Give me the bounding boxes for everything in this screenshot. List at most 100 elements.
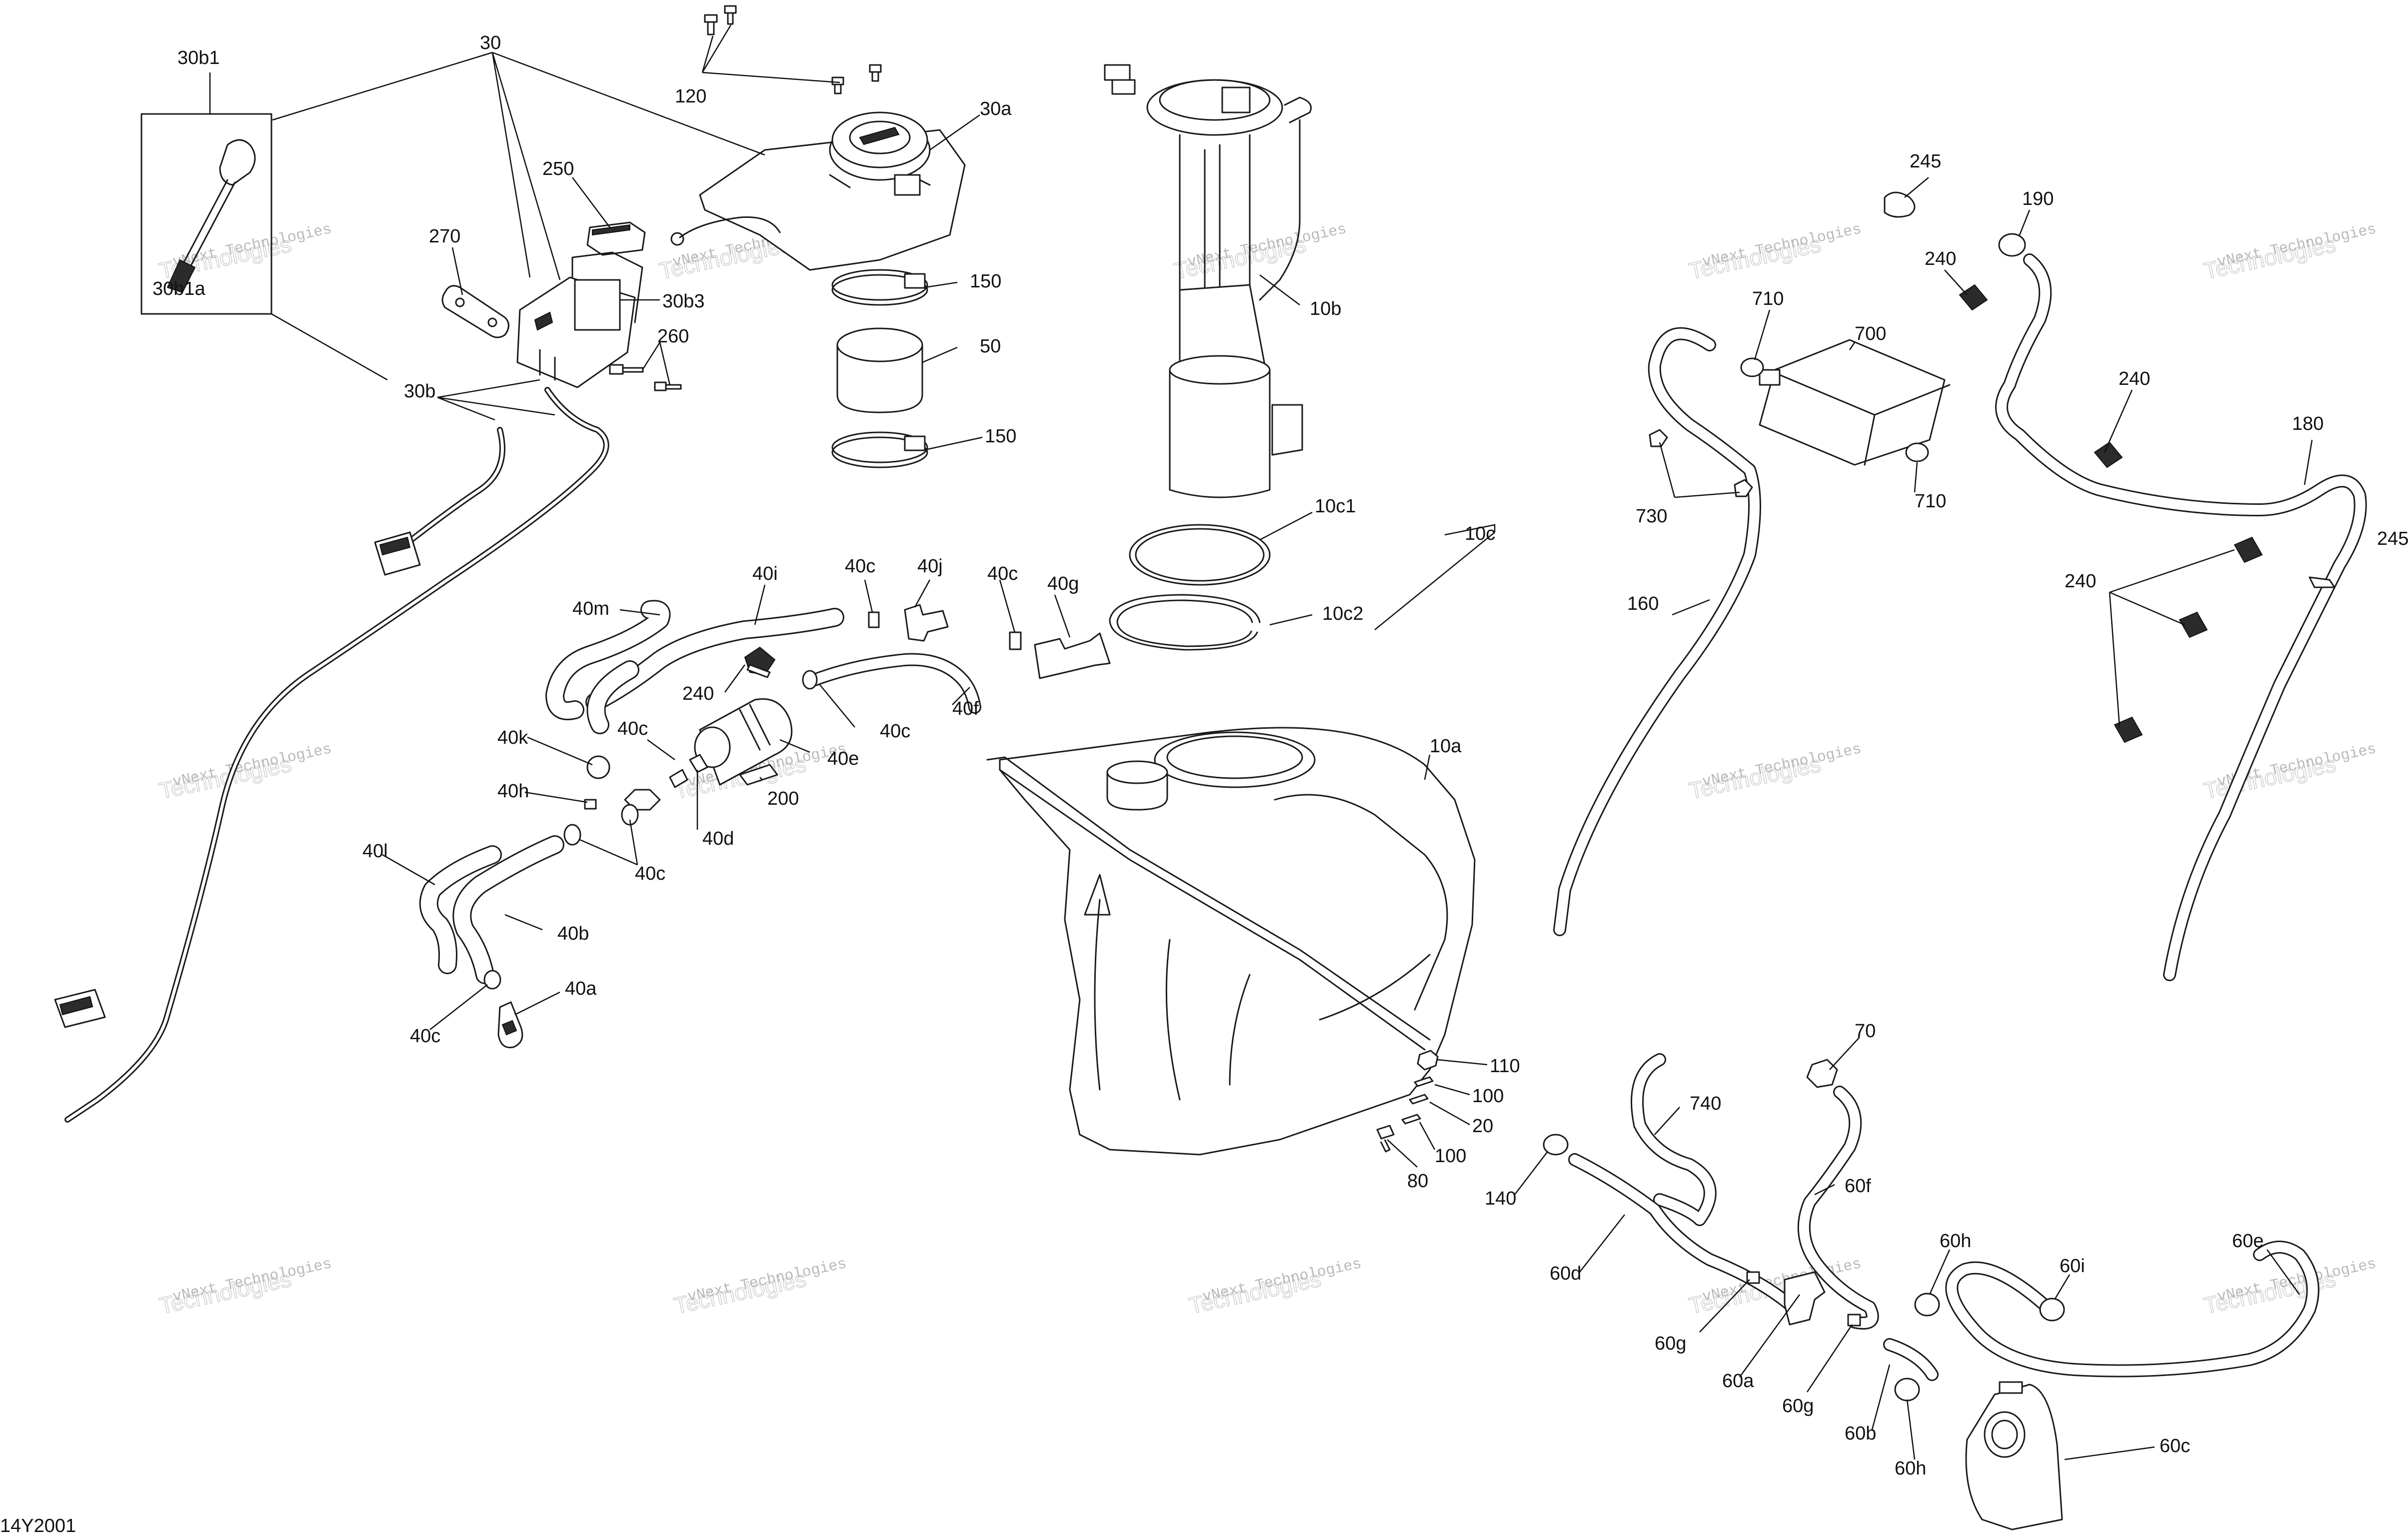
fitting-40a (483, 970, 523, 1049)
callout-60h-bottom: 60h (1895, 1458, 1926, 1479)
clamp-140 (1543, 1134, 1569, 1156)
gasket-10c1 (1129, 524, 1271, 586)
fuel-tank-10a (986, 727, 1476, 1156)
callout-730: 730 (1636, 506, 1667, 527)
callout-30a: 30a (980, 98, 1012, 119)
clamp-150-top (831, 269, 928, 306)
callout-245-right: 245 (2377, 528, 2408, 549)
callout-10a: 10a (1430, 736, 1462, 757)
callout-60h-top: 60h (1940, 1231, 1971, 1252)
vent-line-160 (1553, 327, 1761, 936)
screws-260 (609, 364, 682, 391)
clips-240-right (1959, 284, 2263, 743)
callout-190: 190 (2022, 188, 2054, 209)
callout-120: 120 (675, 86, 706, 107)
callout-30: 30 (480, 32, 501, 53)
watermark: Technologies vNext Technologies (1686, 741, 1863, 804)
callout-700: 700 (1855, 323, 1886, 344)
clamps-710 (1740, 357, 1929, 462)
canister-700 (1759, 339, 1951, 466)
callout-240-top: 240 (1925, 248, 1956, 269)
callout-30b1a: 30b1a (152, 278, 206, 299)
callout-60b: 60b (1845, 1423, 1876, 1444)
ignition-switch-30b3 (516, 251, 643, 388)
callout-250: 250 (542, 158, 574, 179)
callout-20: 20 (1472, 1116, 1493, 1137)
callout-60i: 60i (2060, 1256, 2085, 1277)
callout-80: 80 (1407, 1171, 1428, 1192)
callout-10c1: 10c1 (1315, 496, 1356, 517)
callout-710-bottom: 710 (1915, 491, 1946, 512)
watermark: Technologies vNext Technologies (156, 741, 333, 804)
ignition-key (166, 139, 256, 293)
clip-245-right (2309, 576, 2336, 588)
callout-40c-2: 40c (987, 563, 1018, 584)
callout-150-bottom: 150 (985, 426, 1016, 447)
sleeve-50 (836, 327, 923, 413)
callout-60g-right: 60g (1782, 1396, 1814, 1417)
callout-60a: 60a (1722, 1371, 1754, 1392)
callout-30b: 30b (404, 381, 435, 402)
callout-40j: 40j (917, 556, 943, 577)
callout-260: 260 (657, 326, 689, 347)
callout-70: 70 (1855, 1021, 1876, 1042)
clamp-60i (2039, 1298, 2065, 1322)
vent-line-60f (1797, 1086, 1879, 1330)
watermark: Technologies vNext Technologies (671, 1256, 848, 1319)
callout-180: 180 (2292, 413, 2324, 434)
callout-40c-3: 40c (880, 721, 910, 742)
watermark: Technologies vNext Technologies (2201, 221, 2378, 284)
callout-40c-4: 40c (617, 718, 648, 739)
callout-270: 270 (429, 226, 460, 247)
callout-60f: 60f (1845, 1176, 1871, 1197)
watermark: Technologies vNext Technologies (1186, 1256, 1363, 1319)
callout-40i: 40i (752, 563, 778, 584)
ignition-plate-assembly (670, 111, 966, 271)
callout-40c-1: 40c (845, 556, 875, 577)
callout-40b: 40b (557, 923, 589, 944)
callout-40k: 40k (497, 727, 528, 748)
vent-line-180 (1995, 253, 2367, 981)
callout-30b1: 30b1 (177, 47, 220, 68)
callout-245-top: 245 (1910, 151, 1941, 172)
fuel-filter-200 (694, 698, 793, 786)
callout-240-right: 240 (2065, 571, 2096, 592)
callout-10c2: 10c2 (1322, 603, 1363, 624)
fittings-60g-60a (1746, 1271, 1861, 1327)
callout-740: 740 (1690, 1093, 1721, 1114)
clamp-150-bottom (831, 431, 928, 468)
callout-60e: 60e (2232, 1231, 2264, 1252)
vent-line-60b (1883, 1338, 1939, 1381)
callout-100-top: 100 (1472, 1086, 1504, 1107)
vent-line-740 (1631, 1053, 1717, 1226)
key-detail-box (140, 113, 272, 315)
fuel-pump-module-10b (1104, 64, 1312, 498)
fuel-line-40f (802, 653, 981, 714)
callout-40f: 40f (952, 698, 979, 719)
callout-150-top: 150 (970, 271, 1001, 292)
hardware-tank-mounts (1376, 1050, 1439, 1153)
callout-40g: 40g (1047, 573, 1079, 594)
fuel-line-40m-40i (545, 600, 844, 734)
clamp-190 (1998, 233, 2026, 257)
callout-10c: 10c (1465, 523, 1495, 544)
fitting-70 (1806, 1059, 1838, 1088)
callout-40a: 40a (565, 978, 597, 999)
callout-240-left: 240 (682, 683, 714, 704)
callout-60g-left: 60g (1655, 1333, 1686, 1354)
diagram-code: 14Y2001 (0, 1516, 76, 1536)
callout-50: 50 (980, 336, 1001, 357)
bracket-270 (441, 285, 509, 338)
fuel-line-40l-40b (419, 835, 564, 984)
clip-240 (744, 646, 776, 678)
watermark: Technologies vNext Technologies (2201, 1256, 2378, 1319)
connector-250 (586, 221, 646, 256)
callout-labels: 30b1 30 120 30a 250 270 30b3 30b1a 260 3… (152, 32, 2408, 1479)
callout-710-top: 710 (1752, 288, 1784, 309)
callout-10b: 10b (1310, 298, 1341, 319)
watermark: Technologies vNext Technologies (156, 1256, 333, 1319)
callout-240-mid: 240 (2119, 368, 2150, 389)
watermark: Technologies vNext Technologies (1686, 221, 1863, 284)
callout-160: 160 (1627, 593, 1659, 614)
